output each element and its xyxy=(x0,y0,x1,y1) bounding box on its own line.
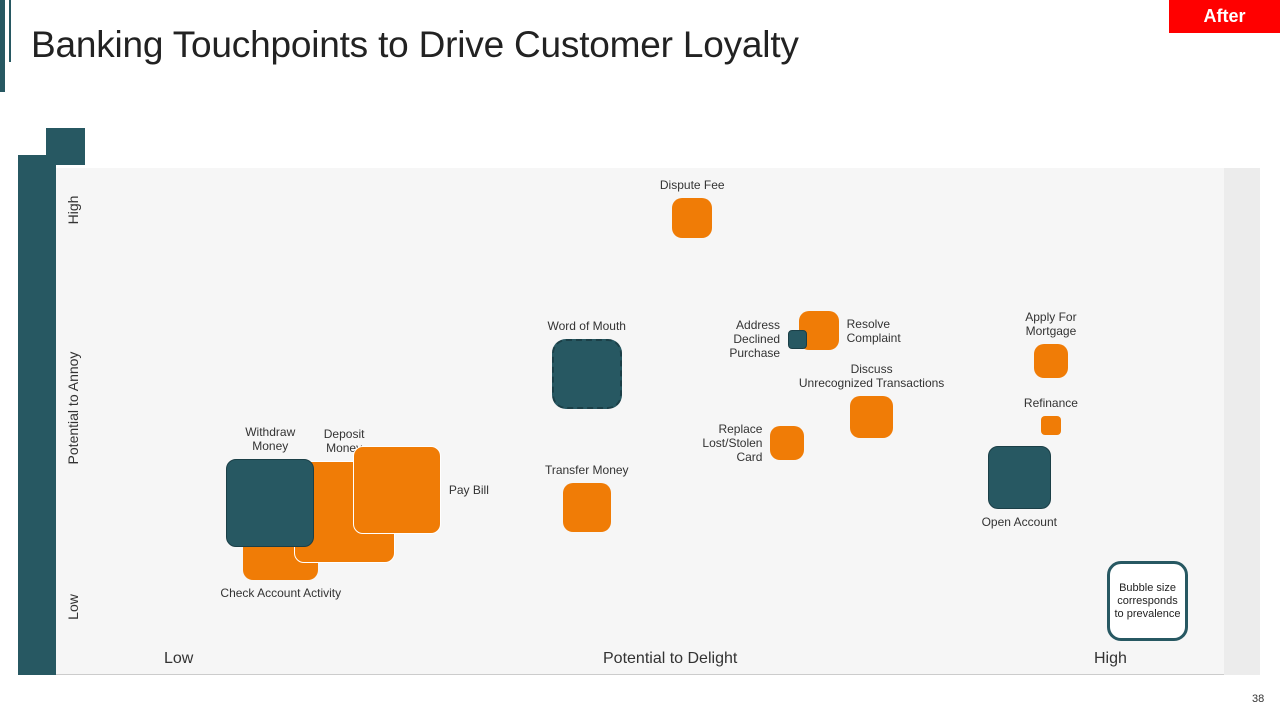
bubble-replace-lost-stolen-card xyxy=(770,426,804,460)
size-legend-box: Bubble size corresponds to prevalence xyxy=(1107,561,1188,641)
y-axis-title: Potential to Annoy xyxy=(65,351,81,465)
bubble-transfer-money xyxy=(562,483,611,532)
bubble-label-word-of-mouth: Word of Mouth xyxy=(547,318,626,333)
bubble-label-refinance: Refinance xyxy=(1023,395,1078,410)
page-number: 38 xyxy=(1252,693,1265,705)
decor-bar-right xyxy=(1224,168,1260,675)
bubble-dispute-fee xyxy=(672,198,713,239)
x-axis-title: Potential to Delight xyxy=(603,650,738,667)
plot-area xyxy=(56,168,1224,675)
bubble-label-check-account-activity: Check Account Activity xyxy=(220,585,342,600)
bubble-withdraw-money xyxy=(226,459,315,548)
bubble-word-of-mouth xyxy=(551,338,622,409)
bubble-refinance xyxy=(1041,415,1061,436)
bubble-address-declined-purchase xyxy=(788,329,808,349)
y-axis-high-label: High xyxy=(65,195,81,225)
y-axis-low-label: Low xyxy=(65,594,81,620)
decor-bar-left xyxy=(18,155,56,675)
bubble-label-pay-bill: Pay Bill xyxy=(448,483,489,498)
after-badge: After xyxy=(1169,0,1280,33)
bubble-label-transfer-money: Transfer Money xyxy=(544,463,629,478)
bubble-apply-for-mortgage xyxy=(1034,344,1068,378)
bubble-label-dispute-fee: Dispute Fee xyxy=(659,178,725,193)
bubble-pay-bill xyxy=(352,446,441,535)
bubble-open-account xyxy=(987,445,1051,510)
x-axis-low-label: Low xyxy=(164,650,194,667)
x-axis-high-label: High xyxy=(1094,650,1127,667)
title-accent-line xyxy=(9,0,11,62)
title-accent-bar xyxy=(0,0,5,92)
bubble-label-open-account: Open Account xyxy=(981,515,1057,530)
bubble-discuss-unrecognized-transactions xyxy=(850,395,893,439)
page-title: Banking Touchpoints to Drive Customer Lo… xyxy=(31,24,799,65)
